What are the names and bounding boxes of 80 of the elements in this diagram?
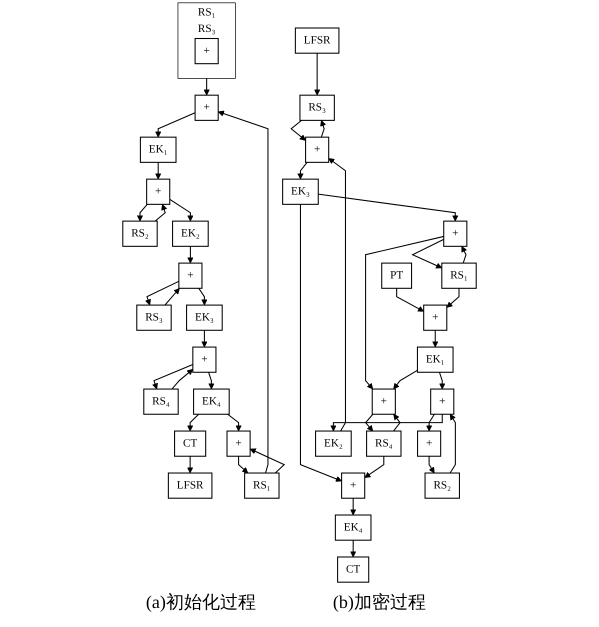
arrow [411, 238, 444, 268]
arrow [461, 246, 468, 264]
arrow [201, 330, 208, 348]
node-box: CT [337, 556, 370, 583]
arrow [428, 456, 435, 474]
panel-caption: (a)初始化过程 [146, 591, 256, 614]
arrow [393, 414, 401, 432]
arrow [318, 194, 458, 222]
arrow [227, 414, 242, 432]
arrow [136, 204, 148, 222]
arrow [350, 540, 356, 558]
arrow [208, 372, 214, 390]
node-box: EK₂ [172, 220, 209, 247]
node-box: + [192, 346, 216, 373]
arrow [155, 112, 196, 138]
arrow [169, 198, 194, 222]
arrow [187, 456, 194, 474]
arrow [152, 364, 194, 390]
arrow [290, 120, 306, 141]
node-box: + [194, 94, 219, 121]
node-box: + [430, 388, 454, 415]
node-box: EK₃ [282, 178, 319, 205]
node-box: + [423, 304, 448, 331]
node-box: EK₁ [140, 136, 177, 163]
arrow [250, 448, 286, 474]
arrow [426, 414, 435, 432]
node-box: RS₁ [244, 472, 280, 499]
node-box: + [417, 430, 442, 457]
node-box: + [341, 472, 366, 499]
arrow [204, 78, 210, 96]
node-box: + [194, 38, 219, 64]
arrow [393, 370, 418, 390]
arrow [446, 288, 460, 308]
arrow [320, 120, 326, 138]
node-box: EK₃ [186, 304, 223, 331]
arrow [172, 369, 194, 390]
node-box: RS₂ [122, 220, 158, 247]
arrow [365, 236, 444, 390]
arrow [330, 414, 443, 432]
arrow [314, 53, 320, 96]
arrow [297, 162, 308, 180]
arrow [300, 204, 342, 482]
node-box: EK₁ [416, 346, 454, 373]
node-box: RS₄ [366, 430, 402, 457]
arrow [364, 456, 384, 478]
arrow [450, 414, 456, 474]
panel-caption: (b)加密过程 [332, 591, 426, 614]
node-box: + [178, 262, 202, 289]
arrow [438, 372, 446, 390]
arrow [187, 414, 199, 432]
arrow [238, 456, 248, 474]
node-box: LFSR [168, 472, 212, 499]
arrow [198, 288, 208, 306]
node-box: EK₂ [315, 430, 352, 457]
arrow [328, 158, 346, 432]
arrow [218, 110, 268, 474]
node-box: EK₄ [193, 388, 230, 415]
node-box: PT [381, 262, 412, 289]
node-box: LFSR [294, 27, 340, 54]
node-box: RS₃ [136, 304, 172, 331]
arrow [154, 204, 168, 222]
arrow [350, 498, 356, 516]
node-box: RS₃ [299, 94, 335, 121]
arrow [164, 288, 180, 306]
node-box: RS₄ [143, 388, 179, 415]
node-box: + [305, 136, 330, 163]
arrow [432, 330, 438, 348]
node-box: + [372, 388, 396, 415]
arrow [187, 246, 194, 264]
arrow [396, 288, 424, 312]
node-box: + [443, 220, 468, 247]
node-box: + [226, 430, 251, 457]
node-box: RS₁ [441, 262, 477, 289]
arrow [155, 162, 162, 180]
node-box: RS₂ [424, 472, 460, 499]
node-box: + [146, 178, 170, 205]
node-box: CT [174, 430, 206, 457]
node-box: EK₄ [334, 514, 372, 541]
arrow [364, 414, 374, 432]
arrow [145, 280, 180, 306]
